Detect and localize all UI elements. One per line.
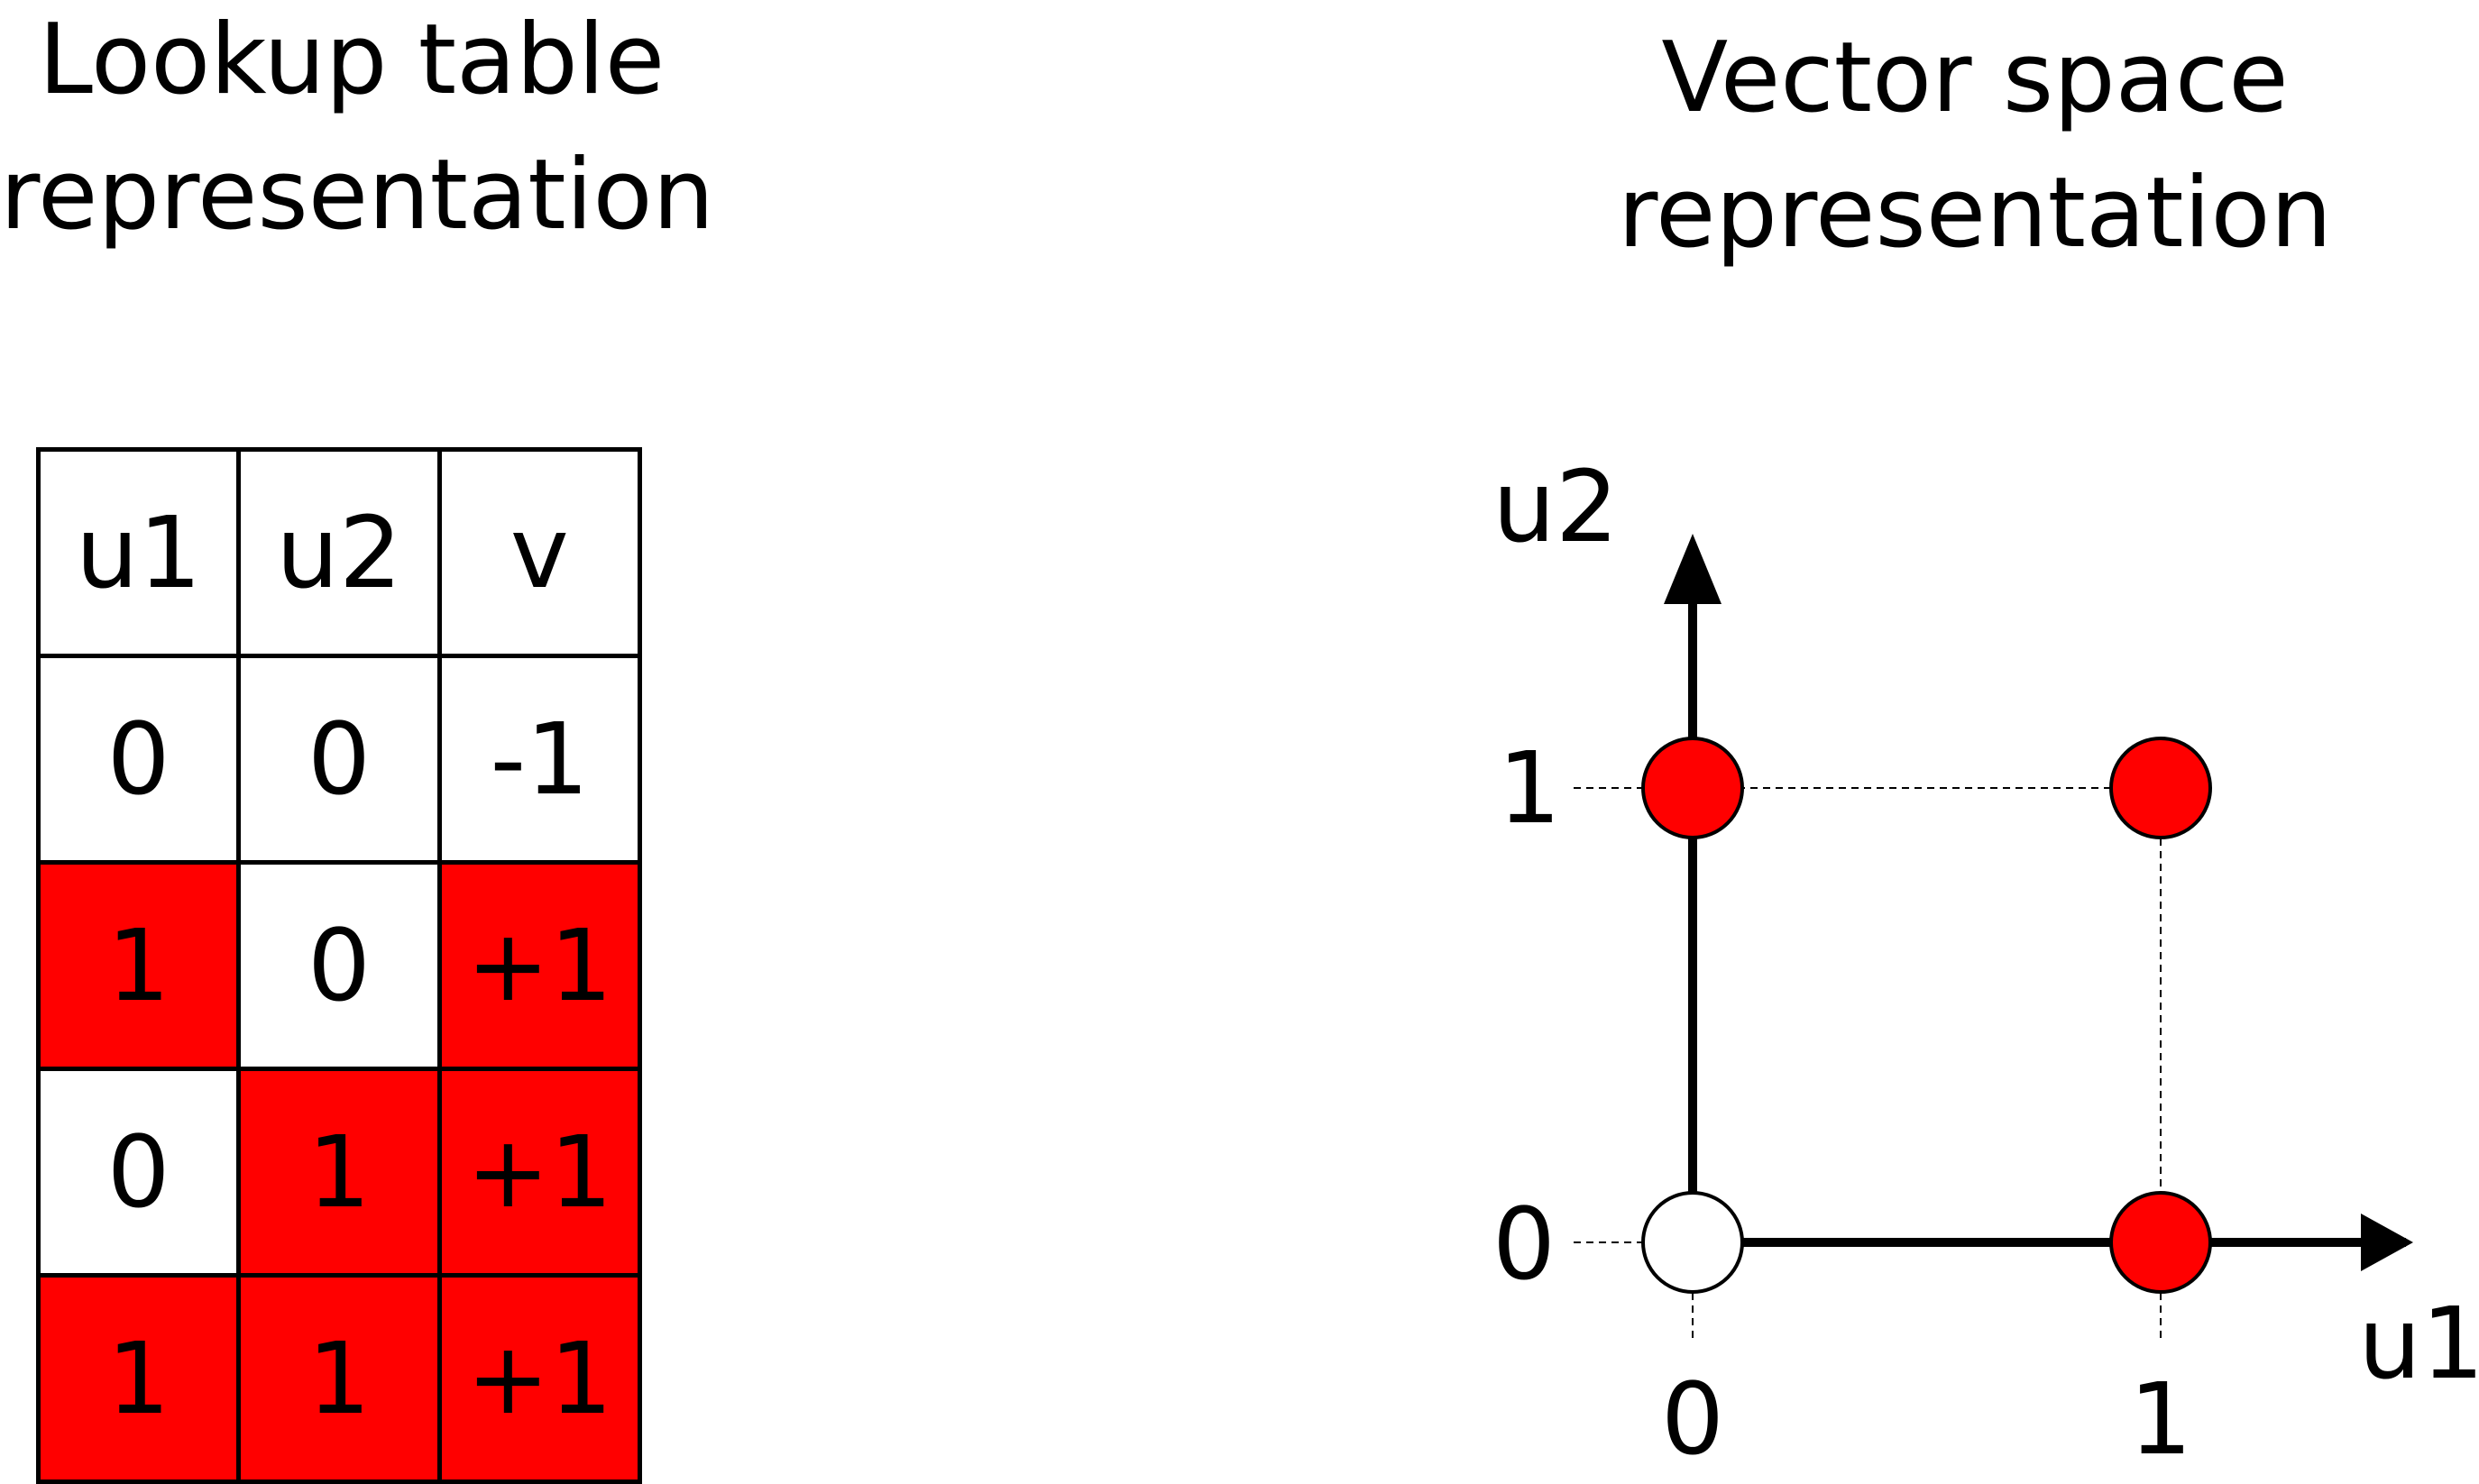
cell-v: +1 [436,860,643,1071]
data-point-0 [1641,1191,1744,1294]
data-point-1 [2109,1191,2212,1294]
x-axis-arrowhead [2361,1214,2413,1271]
tick-labels: 0 1 0 1 [1492,730,2192,1477]
cell-u1: 1 [35,860,242,1071]
lookup-table-title-line2: representation [0,139,715,252]
header-u1: u1 [35,447,242,658]
cell-v: -1 [436,654,643,865]
table-row: 1 1 +1 [35,1273,643,1484]
cell-u2: 1 [236,1067,442,1278]
lookup-table: u1 u2 v 0 0 -1 1 0 +1 0 1 +1 1 1 +1 [35,447,643,1484]
cell-v: +1 [436,1067,643,1278]
cell-v: +1 [436,1273,643,1484]
y-axis-arrowhead [1664,534,1722,604]
header-v: v [436,447,643,658]
cell-u2: 0 [236,654,442,865]
vector-space-title-line1: Vector space [1661,22,2289,134]
table-row: 1 0 +1 [35,860,643,1071]
axes [1664,534,2413,1271]
x-axis-label: u1 [2358,1286,2479,1401]
header-u2: u2 [236,447,442,658]
data-points [1641,737,2212,1294]
lookup-table-title-line1: Lookup table [38,4,666,116]
data-point-2 [1641,737,1744,839]
y-axis-label: u2 [1492,449,1619,564]
x-tick-label-1: 1 [2129,1361,2192,1477]
y-tick-label-0: 0 [1492,1186,1556,1302]
vector-space-title-line2: representation [1617,157,2333,270]
vector-space-title: Vector space representation [1524,11,2426,281]
cell-u2: 1 [236,1273,442,1484]
cell-u1: 0 [35,1067,242,1278]
cell-u1: 0 [35,654,242,865]
table-header-row: u1 u2 v [35,447,643,658]
cell-u2: 0 [236,860,442,1071]
lookup-table-title: Lookup table representation [0,0,715,263]
table-row: 0 0 -1 [35,654,643,865]
data-point-3 [2109,737,2212,839]
y-tick-label-1: 1 [1498,730,1561,846]
x-tick-label-0: 0 [1661,1361,1724,1477]
table-row: 0 1 +1 [35,1067,643,1278]
cell-u1: 1 [35,1273,242,1484]
